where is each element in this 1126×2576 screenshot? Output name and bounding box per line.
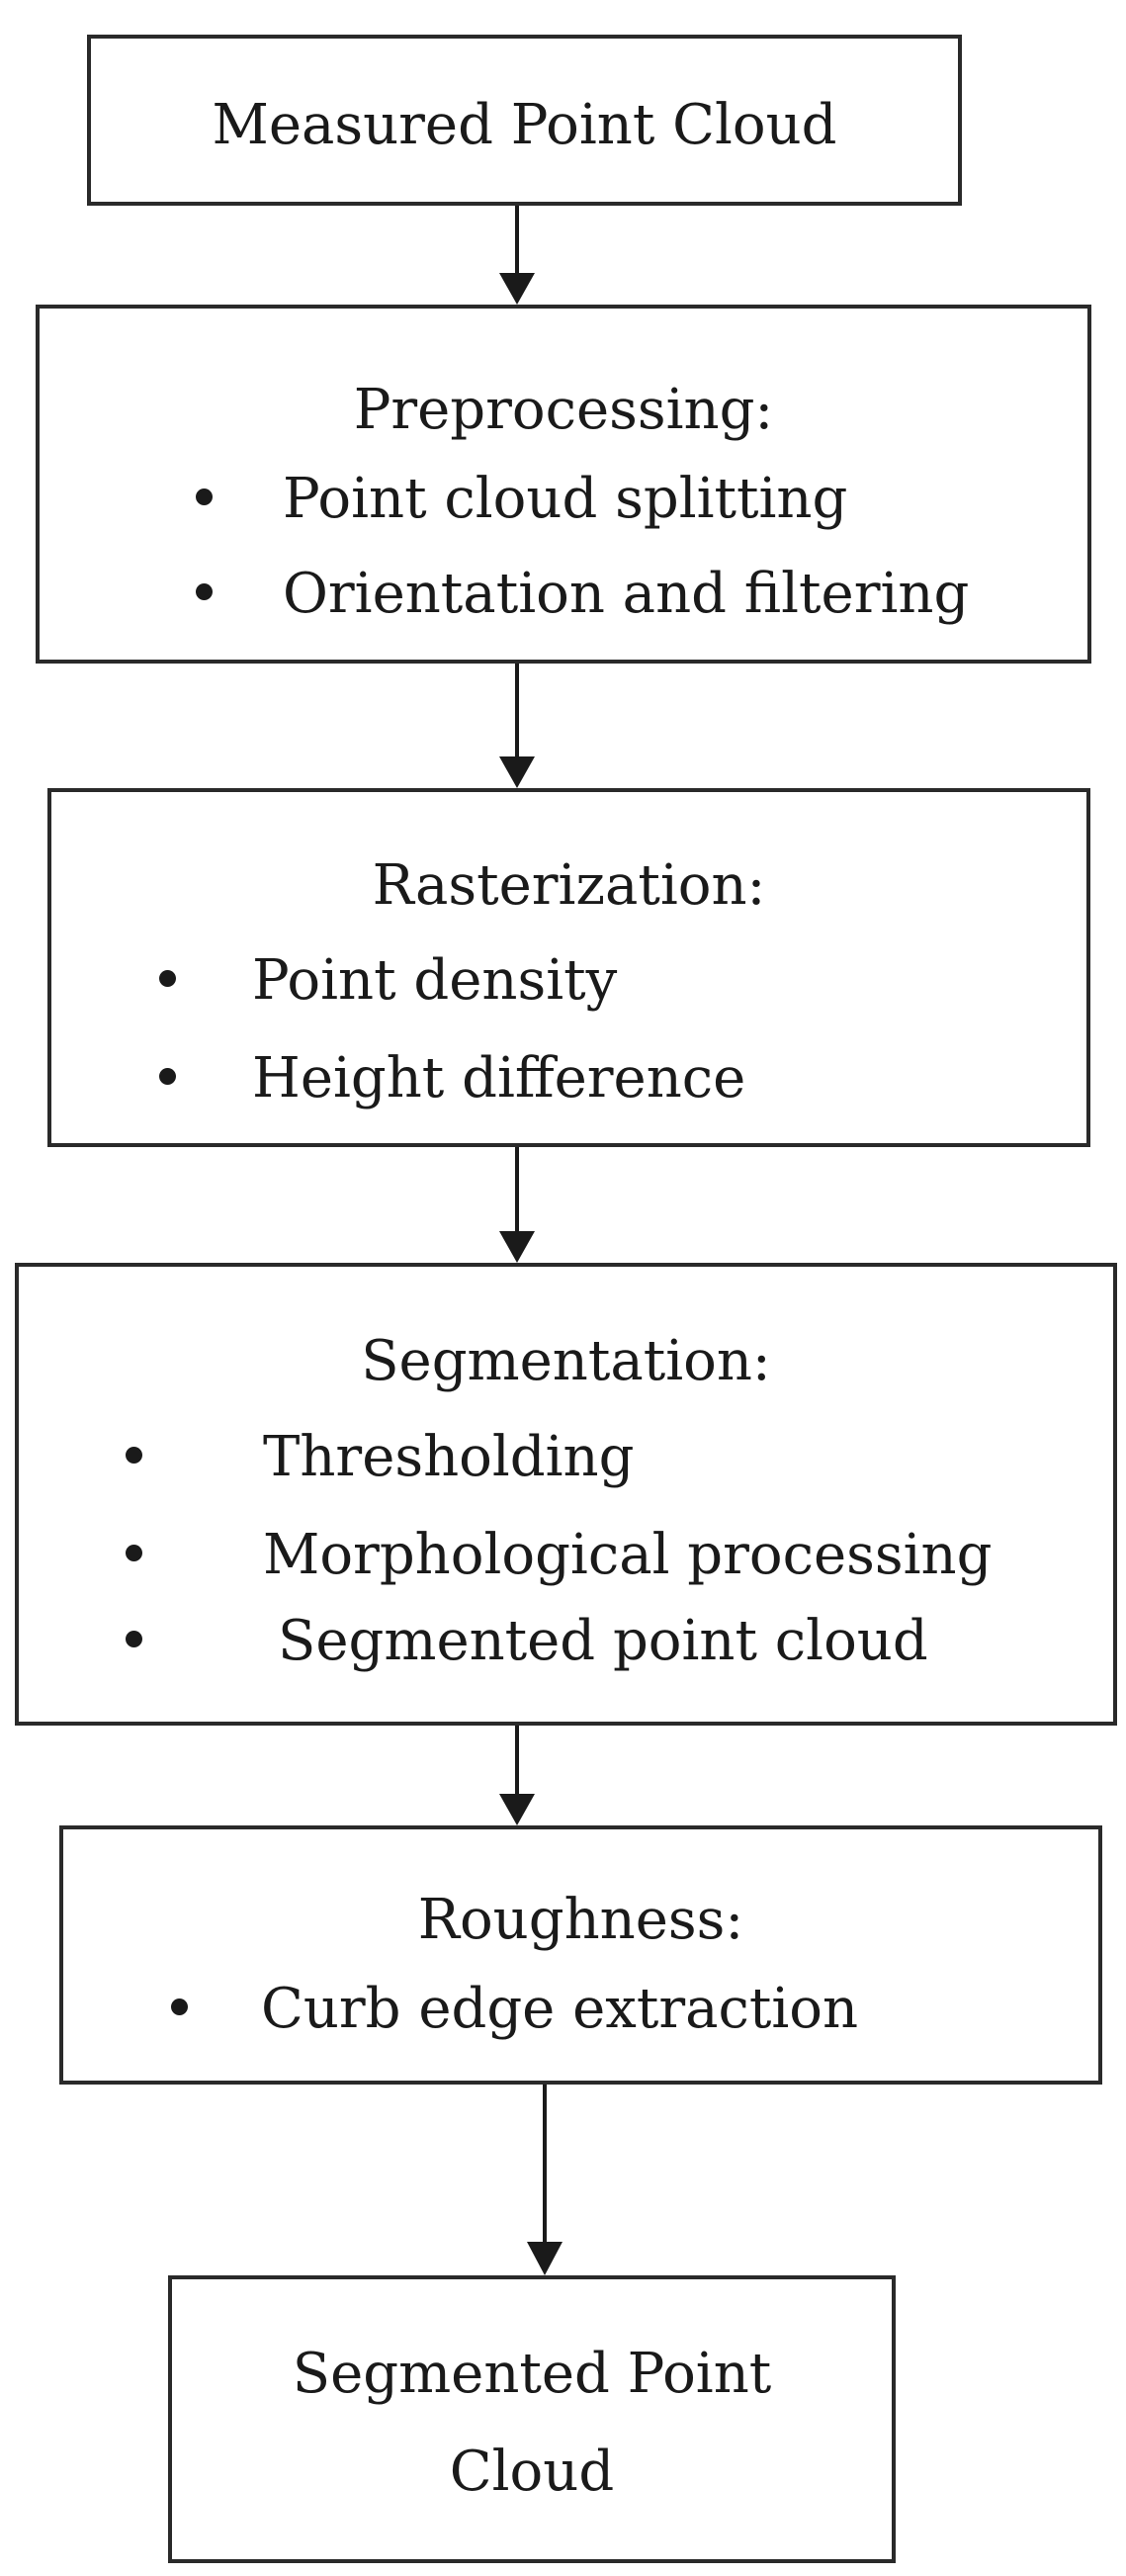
bullet-icon	[159, 970, 176, 987]
arrow-down-icon	[487, 664, 547, 788]
list-item: Curb edge extraction	[261, 1977, 859, 2041]
step-title: Roughness:	[417, 1888, 744, 1952]
list-item: Segmented point cloud	[278, 1609, 928, 1673]
step-preprocessing: Preprocessing: Point cloud splitting Ori…	[36, 305, 1091, 664]
bullet-icon	[171, 1999, 188, 2015]
list-item: Orientation and filtering	[283, 562, 970, 626]
step-title-line-1: Segmented Point	[292, 2342, 772, 2406]
bullet-icon	[126, 1447, 142, 1464]
step-title: Measured Point Cloud	[212, 93, 837, 157]
arrow-down-icon	[487, 206, 547, 305]
list-item: Thresholding	[263, 1425, 635, 1489]
step-segmented-point-cloud: Segmented Point Cloud	[168, 2275, 896, 2563]
step-title: Segmentation:	[361, 1329, 771, 1393]
step-segmentation: Segmentation: Thresholding Morphological…	[15, 1263, 1117, 1726]
list-item: Point density	[252, 948, 618, 1013]
step-measured-point-cloud: Measured Point Cloud	[87, 35, 962, 206]
bullet-icon	[126, 1631, 142, 1647]
bullet-icon	[196, 583, 213, 600]
list-item: Morphological processing	[263, 1523, 993, 1587]
arrow-down-icon	[487, 1726, 547, 1825]
list-item: Height difference	[252, 1046, 746, 1110]
bullet-icon	[159, 1068, 176, 1085]
step-rasterization: Rasterization: Point density Height diff…	[47, 788, 1090, 1147]
bullet-icon	[126, 1545, 142, 1561]
list-item: Point cloud splitting	[283, 467, 848, 531]
step-title: Preprocessing:	[353, 378, 774, 442]
step-roughness: Roughness: Curb edge extraction	[59, 1825, 1102, 2085]
step-title-line-2: Cloud	[449, 2440, 615, 2504]
bullet-icon	[196, 489, 213, 505]
step-title: Rasterization:	[372, 853, 766, 918]
arrow-down-icon	[515, 2085, 574, 2275]
arrow-down-icon	[487, 1147, 547, 1263]
